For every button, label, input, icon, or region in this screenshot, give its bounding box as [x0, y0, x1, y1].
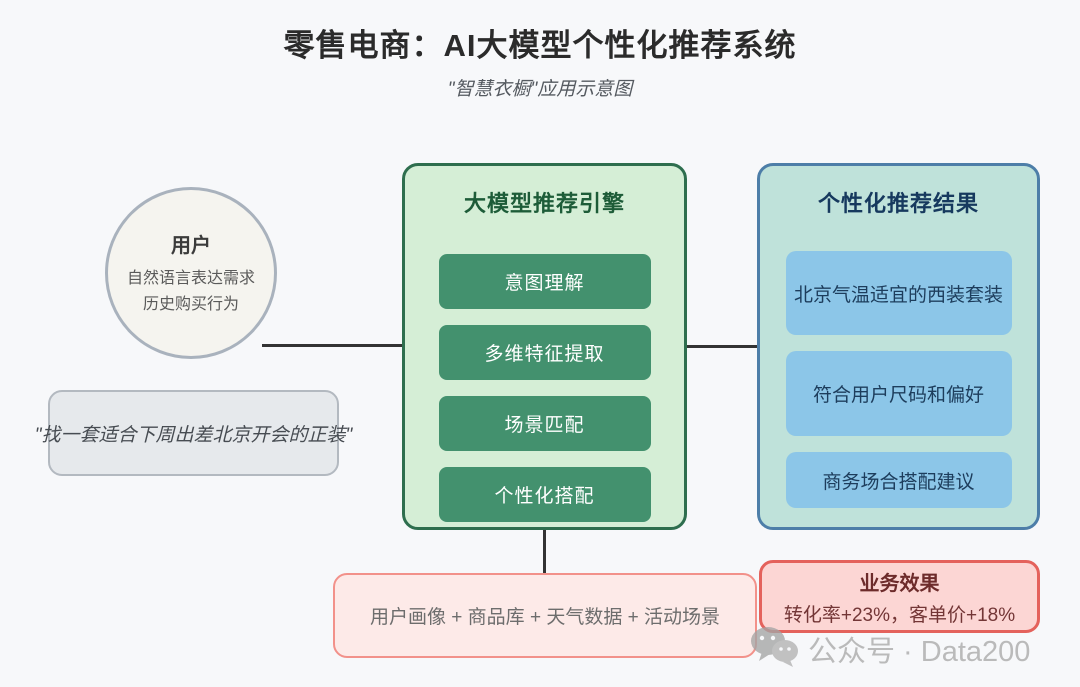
page-subtitle: "智慧衣橱"应用示意图 [447, 79, 633, 100]
engine-step-personalize: 个性化搭配 [438, 467, 651, 522]
user-query-box: "找一套适合下周出差北京开会的正装" [35, 390, 352, 476]
data-sources-text: 用户画像 + 商品库 + 天气数据 + 活动场景 [370, 607, 720, 628]
engine-step-features: 多维特征提取 [438, 325, 651, 380]
business-effect-box: 业务效果 转化率+23%，客单价+18% [759, 560, 1040, 633]
engine-box: 大模型推荐引擎 意图理解 多维特征提取 场景匹配 个性化搭配 [402, 163, 687, 530]
connector-engine-to-results [687, 345, 757, 348]
engine-step-intent: 意图理解 [438, 254, 651, 309]
page-title: 零售电商：AI大模型个性化推荐系统 [283, 28, 797, 63]
connector-user-to-engine [262, 344, 402, 347]
result-item-suit: 北京气温适宜的西装套装 [785, 251, 1012, 335]
business-effect-stats: 转化率+23%，客单价+18% [783, 604, 1016, 626]
engine-steps: 意图理解 多维特征提取 场景匹配 个性化搭配 [438, 254, 651, 522]
watermark-text: 公众号 · Data200 [808, 636, 1031, 668]
user-node-line-2: 历史购买行为 [142, 295, 239, 313]
engine-title: 大模型推荐引擎 [463, 191, 625, 216]
connector-engine-to-data [543, 530, 546, 573]
business-effect-title: 业务效果 [859, 572, 940, 595]
user-node-line-1: 自然语言表达需求 [126, 269, 255, 287]
results-title: 个性化推荐结果 [817, 191, 979, 216]
result-item-size: 符合用户尺码和偏好 [785, 351, 1012, 436]
user-node-title: 用户 [171, 234, 211, 257]
results-box: 个性化推荐结果 北京气温适宜的西装套装 符合用户尺码和偏好 商务场合搭配建议 [757, 163, 1040, 530]
result-item-business: 商务场合搭配建议 [785, 452, 1012, 508]
engine-step-scene: 场景匹配 [438, 396, 651, 451]
user-query-text: "找一套适合下周出差北京开会的正装" [34, 424, 353, 446]
user-node: 用户 自然语言表达需求 历史购买行为 [105, 187, 277, 359]
data-sources-box: 用户画像 + 商品库 + 天气数据 + 活动场景 [333, 573, 757, 658]
results-items: 北京气温适宜的西装套装 符合用户尺码和偏好 商务场合搭配建议 [785, 251, 1012, 508]
